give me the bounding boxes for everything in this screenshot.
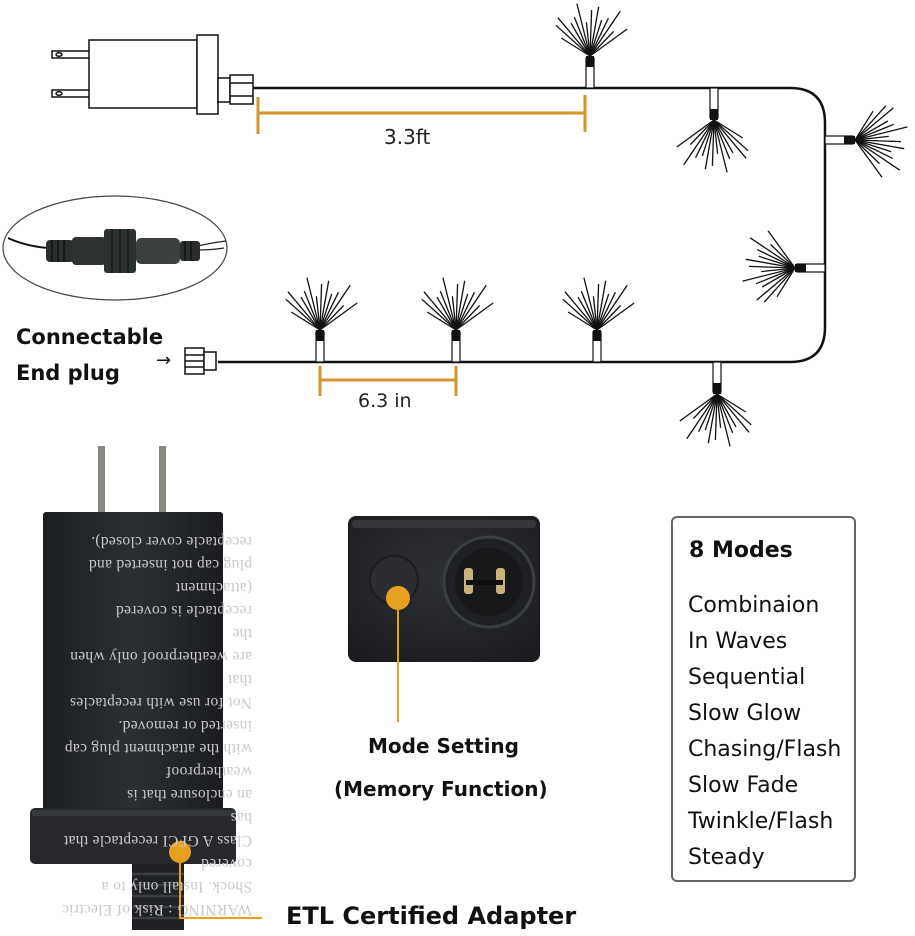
adapter-photo <box>30 446 262 930</box>
warning-line: receptacle cover closed). <box>90 533 252 550</box>
etl-adapter-label: ETL Certified Adapter <box>286 902 577 930</box>
connector-photo <box>2 195 228 301</box>
mode-item: Slow Fade <box>688 773 799 798</box>
bulb-spacing-label: 6.3 in <box>358 390 412 412</box>
mode-item: Twinkle/Flash <box>688 809 834 834</box>
warning-line: are weatherproof only when the <box>69 625 252 665</box>
mode-item: Steady <box>688 845 765 870</box>
fairy-bulb-icon <box>285 277 358 363</box>
warning-line: receptacle is covered (attachment <box>115 579 252 619</box>
modes-list: Combinaion In Waves Sequential Slow Glow… <box>688 588 841 876</box>
fairy-bulb-icon <box>742 230 826 303</box>
fairy-bulb-icon <box>421 277 494 363</box>
mode-item: In Waves <box>688 629 788 654</box>
dimension-line-spacing <box>318 366 458 396</box>
warning-line: an enclosure that is weatherproof <box>126 763 252 803</box>
plug-adapter-icon <box>51 34 254 115</box>
warning-line: inserted or removed. <box>118 717 252 734</box>
fairy-bulb-icon <box>679 361 752 447</box>
adapter-warning-text: WARNING : Risk of Electric Shock. Instal… <box>52 530 252 921</box>
fairy-bulb-icon <box>824 105 908 178</box>
memory-function-label: (Memory Function) <box>334 777 548 801</box>
warning-line: Class A GFCI receptacle that has <box>63 809 252 849</box>
end-plug-icon <box>184 347 217 375</box>
dimension-line-lead <box>256 95 587 134</box>
warning-line: with the attachment plug cap <box>64 740 252 757</box>
fairy-bulbs <box>285 3 908 447</box>
mode-item: Chasing/Flash <box>688 737 842 762</box>
controller-photo <box>348 516 540 722</box>
warning-line: Not for use with receptacles that <box>69 671 252 711</box>
fairy-bulb-icon <box>676 87 749 173</box>
fairy-bulb-icon <box>555 3 628 89</box>
end-plug-label-line1: Connectable <box>16 325 164 349</box>
mode-setting-label: Mode Setting <box>368 734 519 758</box>
warning-line: Shock. Install only to a covered <box>101 855 252 895</box>
warning-line: WARNING : Risk of Electric <box>61 901 252 918</box>
warning-line: plug cap not inserted and <box>88 556 252 573</box>
mode-item: Slow Glow <box>688 701 802 726</box>
lead-length-label: 3.3ft <box>384 125 431 149</box>
end-plug-arrow-icon: → <box>156 350 171 371</box>
modes-title: 8 Modes <box>689 538 793 563</box>
fairy-bulb-icon <box>562 277 635 363</box>
end-plug-label-line2: End plug <box>16 361 120 385</box>
mode-item: Sequential <box>688 665 806 690</box>
light-string-wire <box>218 86 827 364</box>
mode-item: Combinaion <box>688 593 820 618</box>
modes-box: 8 Modes Combinaion In Waves Sequential S… <box>671 516 856 882</box>
